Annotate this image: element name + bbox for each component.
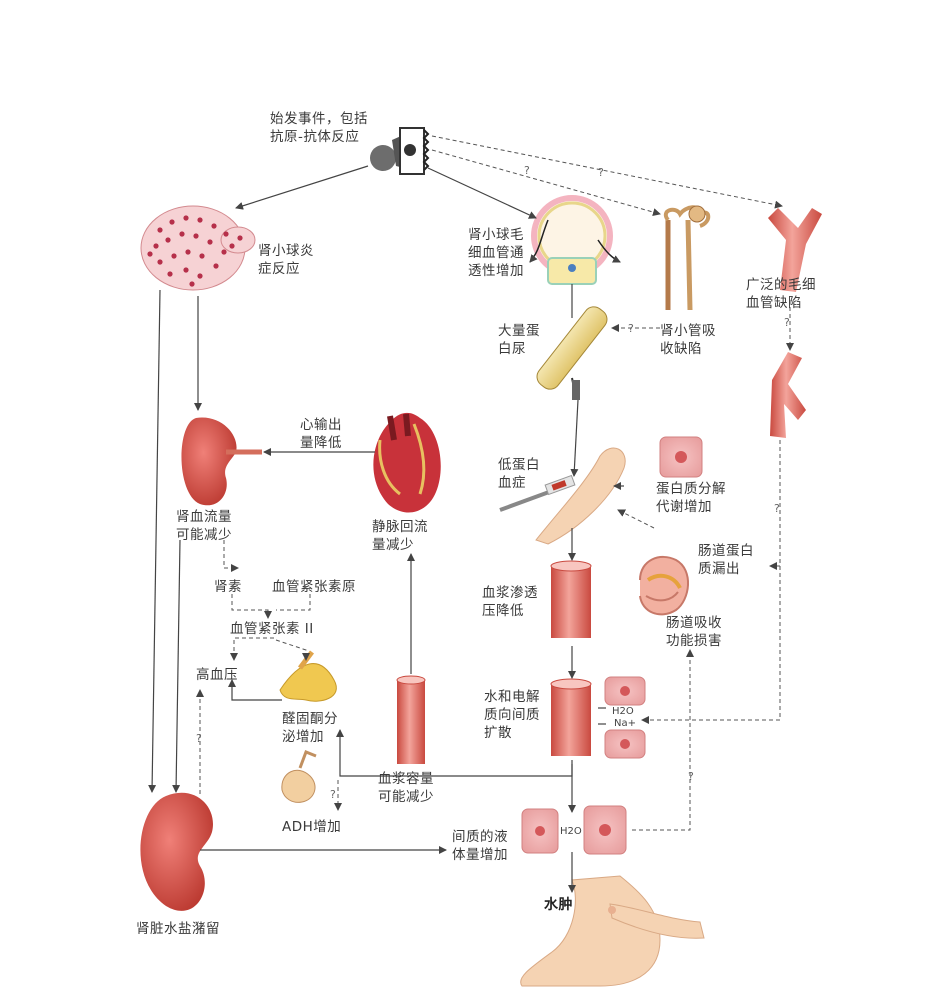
label-initiating-event: 始发事件，包括 抗原-抗体反应 xyxy=(270,111,368,145)
cell-icon-interstitial-1 xyxy=(521,808,559,854)
glomerular-tissue-icon xyxy=(140,205,256,291)
label-angiotensinogen: 血管紧张素原 xyxy=(272,579,356,595)
capillary-vessel-icon-1 xyxy=(768,208,822,292)
label-angiotensin-ii: 血管紧张素 II xyxy=(230,621,314,637)
chemical-labels: H2O Na+ H2O xyxy=(560,706,636,837)
label-glomerular-inflammation: 肾小球炎 症反应 xyxy=(258,243,314,277)
label-water-electrolyte: 水和电解 质向间质 扩散 xyxy=(484,689,540,741)
kidney-icon-small xyxy=(181,417,262,506)
label-intestinal-protein-loss: 肠道蛋白 质漏出 xyxy=(698,543,754,577)
label-capillary-defect: 广泛的毛细 血管缺陷 xyxy=(746,277,816,311)
label-intestinal-absorption: 肠道吸收 功能损害 xyxy=(666,615,722,649)
intestine-icon xyxy=(639,555,690,616)
urine-test-tube-icon xyxy=(536,306,608,400)
svg-text:?: ? xyxy=(196,732,202,745)
renal-tubule-icon xyxy=(663,205,711,311)
label-aldosterone: 醛固酮分 泌增加 xyxy=(282,711,338,745)
label-proteinuria: 大量蛋 白尿 xyxy=(498,323,540,357)
cell-icon-interstitial-2 xyxy=(583,805,627,855)
label-renin: 肾素 xyxy=(214,579,242,595)
cell-icon-catabolism xyxy=(659,436,703,478)
label-interstitial-fluid: 间质的液 体量增加 xyxy=(452,829,508,863)
svg-text:?: ? xyxy=(774,502,780,515)
label-salt-water-retention: 肾脏水盐潴留 xyxy=(136,921,220,937)
arm-syringe-icon xyxy=(499,447,626,545)
edema-foot-icon xyxy=(520,875,705,987)
svg-text:?: ? xyxy=(688,770,694,783)
capillary-vessel-icon-2 xyxy=(770,352,806,438)
heart-icon xyxy=(373,412,441,513)
svg-text:?: ? xyxy=(598,166,604,179)
label-tubular-defect: 肾小管吸 收缺陷 xyxy=(660,323,716,357)
svg-text:?: ? xyxy=(330,788,336,801)
svg-text:?: ? xyxy=(524,164,530,177)
label-protein-catabolism: 蛋白质分解 代谢增加 xyxy=(656,481,726,515)
cell-icon-lower xyxy=(604,729,646,759)
svg-text:?: ? xyxy=(784,316,790,329)
label-hypertension: 高血压 xyxy=(196,667,238,683)
question-marks: ? ? ? ? ? ? ? ? xyxy=(196,164,790,801)
label-hypoproteinemia: 低蛋白 血症 xyxy=(498,457,540,491)
antigen-antibody-icon xyxy=(370,127,430,175)
label-plasma-volume: 血浆容量 可能减少 xyxy=(378,771,434,805)
kidney-icon-large xyxy=(140,792,213,911)
cell-icon-upper xyxy=(604,676,646,706)
svg-text:?: ? xyxy=(628,322,634,335)
label-renal-blood-flow: 肾血流量 可能减少 xyxy=(176,509,232,543)
svg-text:Na+: Na+ xyxy=(614,718,636,729)
solid-arrows xyxy=(148,165,624,893)
label-venous-return: 静脉回流 量减少 xyxy=(372,519,428,553)
vessel-segment-icon-1 xyxy=(550,560,592,638)
label-edema: 水肿 xyxy=(544,897,573,913)
svg-text:H2O: H2O xyxy=(560,826,582,837)
vessel-segment-icon-3 xyxy=(396,675,426,764)
glomerular-capillary-icon xyxy=(529,195,621,285)
label-adh: ADH增加 xyxy=(282,819,342,835)
dashed-arrows xyxy=(196,135,794,831)
adrenal-gland-icon xyxy=(279,650,337,702)
label-glomerular-permeability: 肾小球毛 细血管通 透性增加 xyxy=(468,227,524,279)
label-cardiac-output: 心输出 量降低 xyxy=(300,417,342,451)
pituitary-icon xyxy=(281,750,317,803)
svg-text:H2O: H2O xyxy=(612,706,634,717)
vessel-segment-icon-2 xyxy=(550,678,592,756)
label-oncotic-pressure: 血浆渗透 压降低 xyxy=(482,585,538,619)
